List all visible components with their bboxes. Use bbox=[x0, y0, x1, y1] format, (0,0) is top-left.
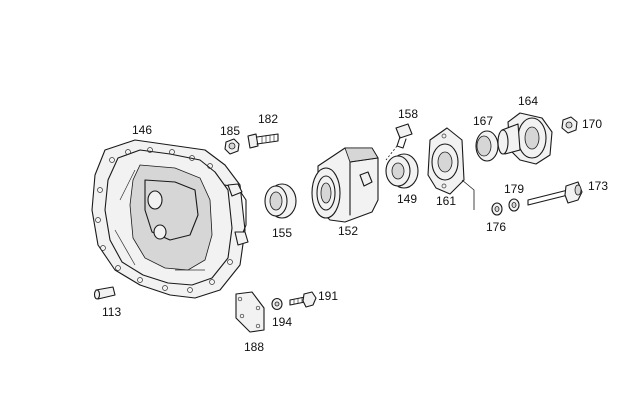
callout-176: 176 bbox=[486, 220, 506, 234]
callout-155: 155 bbox=[272, 226, 292, 240]
callout-149: 149 bbox=[397, 192, 417, 206]
part-113-dowel-pin bbox=[93, 286, 116, 300]
callout-173: 173 bbox=[588, 179, 608, 193]
part-164-output-flange bbox=[497, 112, 553, 165]
callout-164: 164 bbox=[518, 94, 538, 108]
part-146-housing bbox=[91, 139, 249, 299]
part-170-nut bbox=[561, 116, 578, 134]
part-149-bearing bbox=[385, 153, 419, 189]
callout-182: 182 bbox=[258, 112, 278, 126]
callout-179: 179 bbox=[504, 182, 524, 196]
part-155-seal bbox=[264, 183, 297, 219]
part-158-breather bbox=[385, 123, 413, 161]
callout-185: 185 bbox=[220, 124, 240, 138]
callout-188: 188 bbox=[244, 340, 264, 354]
part-179-washer bbox=[508, 198, 520, 212]
part-152-transfer-housing bbox=[311, 147, 379, 223]
callout-191: 191 bbox=[318, 289, 338, 303]
part-191-bolt bbox=[289, 291, 317, 308]
callout-167: 167 bbox=[473, 114, 493, 128]
part-173-long-bolt bbox=[527, 181, 583, 206]
part-182-bolt bbox=[247, 133, 279, 149]
part-194-washer bbox=[271, 297, 283, 311]
callout-113: 113 bbox=[102, 305, 121, 319]
part-167-seal bbox=[475, 130, 499, 162]
callout-146: 146 bbox=[132, 123, 152, 137]
callout-161: 161 bbox=[436, 194, 456, 208]
callout-158: 158 bbox=[398, 107, 418, 121]
callout-170: 170 bbox=[582, 117, 602, 131]
callout-194: 194 bbox=[272, 315, 292, 329]
part-176-washer bbox=[491, 202, 503, 216]
part-188-cover-plate bbox=[235, 291, 265, 333]
part-185-nut bbox=[224, 138, 240, 155]
part-161-flange bbox=[427, 127, 475, 210]
callout-152: 152 bbox=[338, 224, 358, 238]
